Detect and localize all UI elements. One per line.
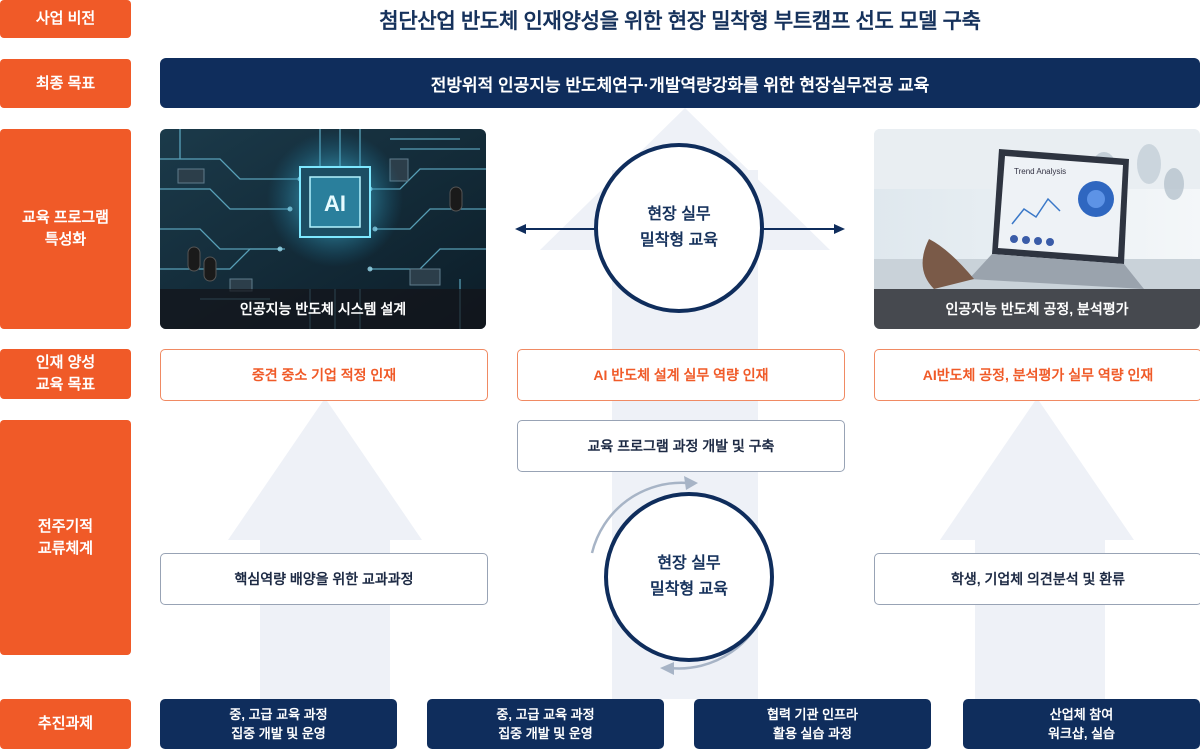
talent-goal-sme: 중견 중소 기업 적정 인재 [160,349,488,401]
field-education-circle-bottom: 현장 실무 밀착형 교육 [604,492,774,662]
curriculum-box: 핵심역량 배양을 위한 교과과정 [160,553,488,605]
final-goal-bar: 전방위적 인공지능 반도체연구·개발역량강화를 위한 현장실무전공 교육 [160,58,1200,108]
feedback-box: 학생, 기업체 의견분석 및 환류 [874,553,1200,605]
left-image-caption: 인공지능 반도체 시스템 설계 [160,289,486,329]
label-tasks: 추진과제 [0,699,131,749]
task-box-1: 중, 고급 교육 과정 집중 개발 및 운영 [160,699,397,749]
screen-title: Trend Analysis [1014,167,1066,176]
chip-label: AI [324,191,346,216]
ai-chip-image: AI 인공지능 반도체 시스템 설계 [160,129,486,329]
task-box-4: 산업체 참여 워크샵, 실습 [963,699,1200,749]
program-development-box: 교육 프로그램 과정 개발 및 구축 [517,420,845,472]
label-business-vision: 사업 비전 [0,0,131,38]
field-education-circle-top: 현장 실무 밀착형 교육 [594,143,764,313]
task-box-3: 협력 기관 인프라 활용 실습 과정 [694,699,931,749]
task-box-2: 중, 고급 교육 과정 집중 개발 및 운영 [427,699,664,749]
label-final-goal: 최종 목표 [0,59,131,108]
laptop-analysis-image: Trend Analysis 인공지능 반도체 공정, 분석평가 [874,129,1200,329]
right-image-caption: 인공지능 반도체 공정, 분석평가 [874,289,1200,329]
talent-goal-ai-process: AI반도체 공정, 분석평가 실무 역량 인재 [874,349,1200,401]
label-exchange-cycle: 전주기적 교류체계 [0,420,131,655]
talent-goal-ai-design: AI 반도체 설계 실무 역량 인재 [517,349,845,401]
label-talent-goal: 인재 양성 교육 목표 [0,349,131,399]
vision-title: 첨단산업 반도체 인재양성을 위한 현장 밀착형 부트캠프 선도 모델 구축 [379,10,981,33]
label-program-specialization: 교육 프로그램 특성화 [0,129,131,329]
